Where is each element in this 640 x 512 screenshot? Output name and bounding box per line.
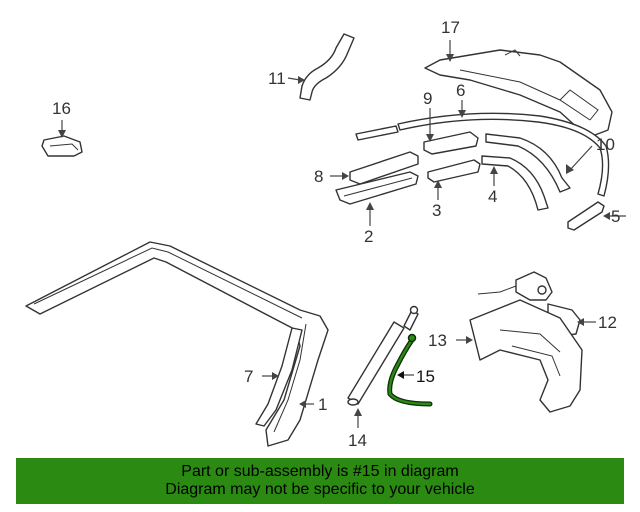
part-10-curved-seal[interactable] (485, 133, 571, 193)
part-13-mount-bracket[interactable] (469, 299, 583, 413)
info-banner: Part or sub-assembly is #15 in diagram D… (16, 458, 624, 504)
callout-17[interactable]: 17 (441, 18, 460, 37)
callout-8[interactable]: 8 (314, 167, 323, 186)
callout-1[interactable]: 1 (318, 395, 327, 414)
callout-15[interactable]: 15 (416, 367, 435, 386)
part-9-seal[interactable] (423, 131, 479, 155)
part-1-windshield-frame[interactable] (25, 241, 329, 447)
part-8-seal[interactable] (349, 151, 419, 185)
callout-2[interactable]: 2 (364, 227, 373, 246)
arrow-1 (299, 400, 306, 408)
callout-14[interactable]: 14 (348, 431, 367, 450)
arrow-13 (466, 336, 473, 344)
arrow-7 (272, 372, 279, 380)
callout-3[interactable]: 3 (432, 201, 441, 220)
arrow-10 (566, 164, 574, 174)
callout-11[interactable]: 11 (268, 69, 286, 88)
callout-7[interactable]: 7 (244, 367, 253, 386)
part-4-curved-seal[interactable] (481, 155, 549, 211)
arrow-6 (458, 110, 466, 118)
part-17-roof-housing[interactable] (424, 49, 613, 136)
callout-16[interactable]: 16 (52, 99, 71, 118)
part-rod[interactable] (355, 125, 399, 141)
part-7-pillar-seal[interactable] (255, 327, 303, 427)
part-16-bracket[interactable] (41, 135, 83, 157)
callout-13[interactable]: 13 (428, 331, 447, 350)
callout-6[interactable]: 6 (456, 81, 465, 100)
banner-line-2: Diagram may not be specific to your vehi… (165, 481, 475, 498)
callout-9[interactable]: 9 (423, 89, 432, 108)
arrow-8 (342, 172, 349, 180)
part-11-hose[interactable] (299, 33, 355, 101)
arrow-11 (298, 76, 305, 84)
arrow-4 (490, 166, 498, 174)
parts-diagram: 17 11 16 6 9 10 8 2 (25, 18, 626, 450)
callout-4[interactable]: 4 (488, 187, 497, 206)
arrow-12 (577, 318, 584, 326)
part-6-seal-strip[interactable] (397, 112, 610, 197)
callout-5[interactable]: 5 (611, 207, 620, 226)
leader-10 (569, 145, 593, 171)
part-3-seal[interactable] (427, 159, 481, 183)
arrow-17 (446, 54, 454, 62)
arrow-9 (426, 134, 434, 142)
callout-10[interactable]: 10 (596, 135, 615, 154)
arrow-5 (603, 212, 610, 220)
arrow-14 (354, 408, 362, 416)
banner-line-1: Part or sub-assembly is #15 in diagram (181, 463, 459, 480)
part-2-seal[interactable] (335, 171, 419, 205)
callout-12[interactable]: 12 (598, 313, 617, 332)
arrow-3 (434, 180, 442, 188)
arrow-16 (58, 130, 66, 138)
arrow-2 (366, 202, 374, 210)
arrow-15 (397, 371, 404, 379)
part-5-end-piece[interactable] (567, 201, 605, 231)
part-15-hydraulic-hose[interactable] (387, 333, 433, 407)
part-14-cylinder[interactable] (347, 305, 419, 406)
